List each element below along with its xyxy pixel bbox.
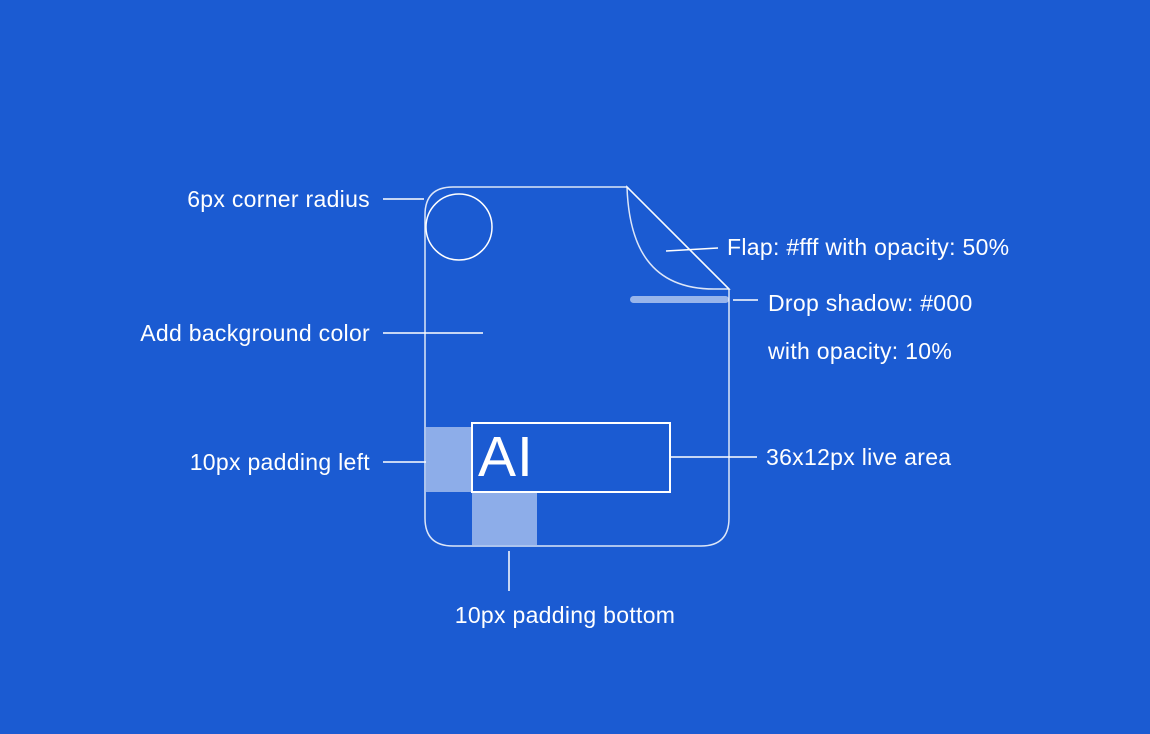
drop-shadow-label: Drop shadow: #000 with opacity: 10% [768, 279, 973, 375]
flap-shape [626, 185, 731, 290]
file-type-text: AI [478, 425, 534, 489]
background-color-label: Add background color [140, 320, 370, 346]
live-area-rect [471, 422, 671, 493]
padding-left-label: 10px padding left [189, 449, 370, 475]
padding-bottom-highlight [472, 493, 537, 545]
live-area-label: 36x12px live area [766, 444, 952, 470]
drop-shadow-bar [630, 296, 729, 303]
corner-radius-circle [425, 193, 493, 261]
flap-label: Flap: #fff with opacity: 50% [727, 234, 1010, 260]
padding-bottom-label: 10px padding bottom [454, 602, 676, 628]
file-outline [424, 186, 730, 547]
padding-left-highlight [426, 427, 471, 492]
drop-shadow-label-line2: with opacity: 10% [768, 338, 953, 364]
flap-callout-line [665, 247, 719, 252]
drop-shadow-label-line1: Drop shadow: #000 [768, 290, 973, 316]
corner-radius-label: 6px corner radius [187, 186, 370, 212]
